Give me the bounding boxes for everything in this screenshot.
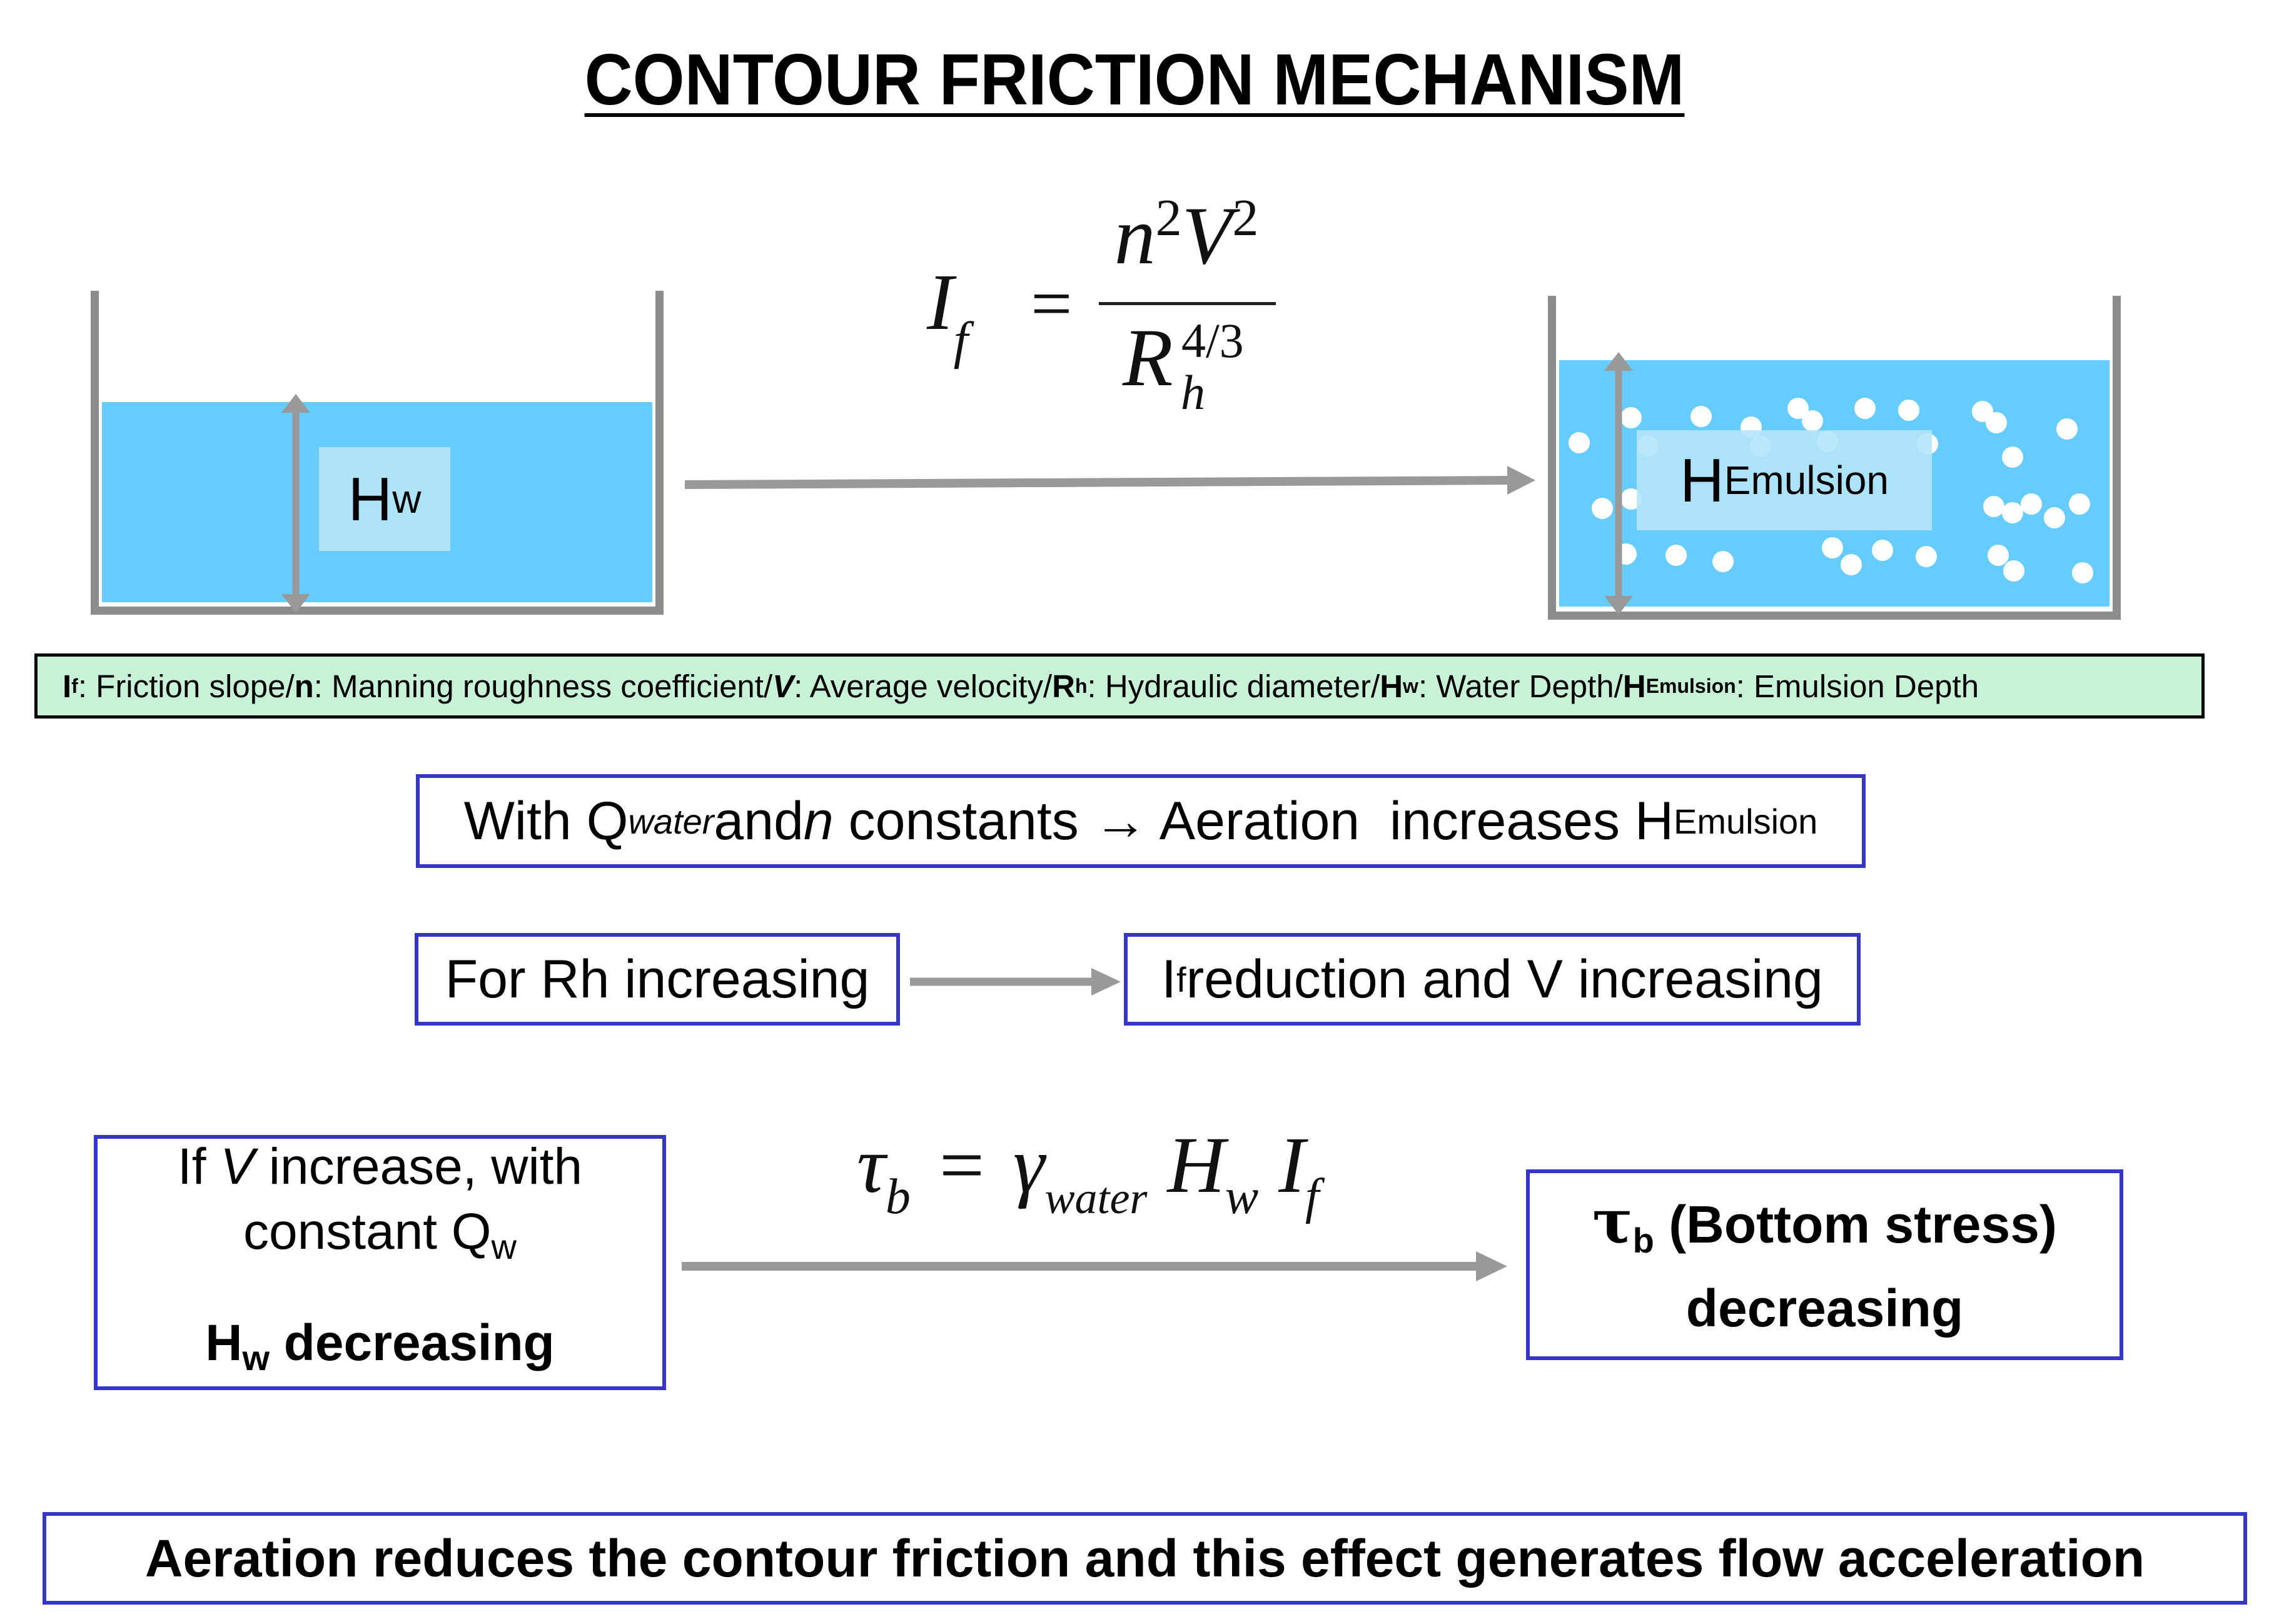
tank-bottom [91, 607, 664, 615]
rh-to-if-arrow [910, 968, 1121, 996]
v-to-tau-arrow [682, 1251, 1507, 1281]
eq-if-subscript: f [953, 311, 968, 370]
transition-arrow [684, 466, 1535, 495]
eq-if-symbol: I [927, 258, 954, 346]
depth-arrow-hemulsion [1604, 352, 1633, 615]
rh-increasing-box: For Rh increasing [415, 933, 900, 1026]
eq-fraction-bar [1099, 302, 1276, 305]
tank-wall-right [2113, 296, 2121, 620]
tank-wall-right [655, 291, 664, 615]
bottom-stress-equation: τb = γwater Hw If [857, 1121, 1320, 1224]
eq-numerator: n2V2 [1114, 189, 1259, 281]
tank-bottom [1548, 612, 2121, 620]
eq-equals: = [1031, 263, 1073, 345]
page-title: CONTOUR FRICTION MECHANISM [584, 39, 1685, 120]
tank-wall-left [91, 291, 99, 615]
bottom-stress-box: τb (Bottom stress) decreasing [1526, 1169, 2123, 1360]
conclusion-box: Aeration reduces the contour friction an… [43, 1512, 2247, 1605]
depth-arrow-hw [281, 394, 310, 613]
tank-wall-left [1548, 296, 1556, 620]
v-increase-box: If V increase, with constant Qw Hw decre… [94, 1135, 666, 1390]
